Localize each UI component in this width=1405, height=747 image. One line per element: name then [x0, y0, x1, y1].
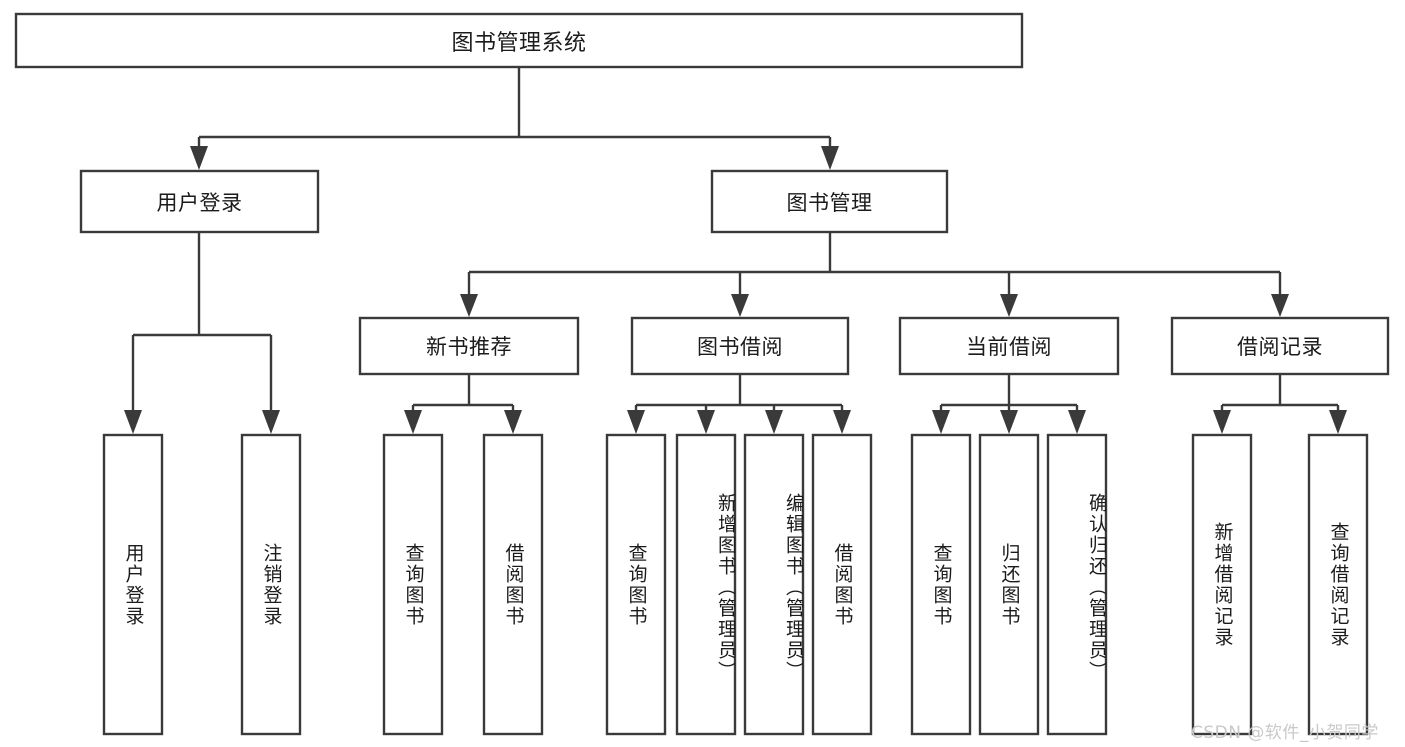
arrow-head-level3-1 — [460, 294, 478, 317]
node-box-leaf-4[interactable] — [605, 433, 667, 736]
arrow-head-borrow-4 — [833, 410, 851, 434]
arrow-head-record-1 — [1213, 410, 1231, 434]
node-box-leaf-2[interactable] — [382, 433, 444, 736]
arrow-head-borrow-2 — [697, 410, 715, 434]
arrow-head-userlogin-2 — [262, 410, 280, 434]
arrow-head-borrow-1 — [627, 410, 645, 434]
node-box-leaf-7[interactable] — [811, 433, 873, 736]
arrow-head-level2-2 — [821, 146, 839, 170]
arrow-head-current-1 — [932, 410, 950, 434]
node-box-book-borrow[interactable] — [630, 316, 850, 376]
node-box-leaf-1[interactable] — [240, 433, 302, 736]
arrow-head-level3-2 — [731, 294, 749, 317]
node-box-borrow-record[interactable] — [1170, 316, 1390, 376]
node-box-current-borrow[interactable] — [898, 316, 1120, 376]
arrow-head-level2-1 — [190, 146, 208, 170]
arrow-head-current-3 — [1068, 410, 1086, 434]
node-box-book-management[interactable] — [710, 169, 949, 234]
node-box-leaf-8[interactable] — [910, 433, 972, 736]
node-box-new-book-recommend[interactable] — [358, 316, 580, 376]
node-box-leaf-12[interactable] — [1307, 433, 1369, 736]
node-box-leaf-0[interactable] — [102, 433, 164, 736]
arrow-head-level3-4 — [1271, 294, 1289, 317]
arrow-head-userlogin-1 — [124, 410, 142, 434]
node-box-leaf-6[interactable] — [743, 433, 805, 736]
node-box-leaf-11[interactable] — [1191, 433, 1253, 736]
node-box-root[interactable] — [14, 12, 1024, 69]
arrow-head-level3-3 — [1000, 294, 1018, 317]
node-box-leaf-10[interactable] — [1046, 433, 1108, 736]
node-box-leaf-5[interactable] — [675, 433, 737, 736]
node-box-leaf-3[interactable] — [482, 433, 544, 736]
node-box-leaf-9[interactable] — [978, 433, 1040, 736]
arrow-head-recommend-1 — [404, 410, 422, 434]
arrow-head-record-2 — [1329, 410, 1347, 434]
arrow-head-borrow-3 — [765, 410, 783, 434]
arrow-head-recommend-2 — [504, 410, 522, 434]
arrow-head-current-2 — [1000, 410, 1018, 434]
node-box-user-login[interactable] — [79, 169, 320, 234]
